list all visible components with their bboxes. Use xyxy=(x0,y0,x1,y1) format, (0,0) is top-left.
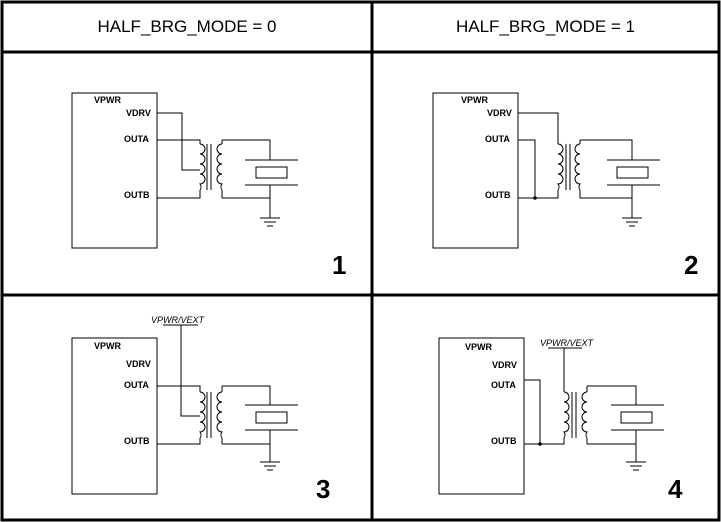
wiring xyxy=(518,112,660,218)
wiring xyxy=(524,347,664,462)
pin-label-vdrv: VDRV xyxy=(126,359,151,369)
pin-label-outa: OUTA xyxy=(485,134,510,144)
chip-block xyxy=(71,92,158,249)
chip-block xyxy=(438,337,525,495)
panel-number: 1 xyxy=(332,250,346,280)
panel-3: VPWR VDRV OUTA OUTB VPWR/VEXT 3 xyxy=(71,315,330,504)
chip-block xyxy=(71,337,158,495)
pin-label-outa: OUTA xyxy=(124,380,149,390)
junction-dot xyxy=(533,196,537,200)
pin-label-outa: OUTA xyxy=(124,134,149,144)
wiring xyxy=(157,324,298,462)
ground-symbol xyxy=(260,461,280,471)
pin-label-outa: OUTA xyxy=(491,380,516,390)
panel-number: 3 xyxy=(316,474,330,504)
pin-label-vpwr: VPWR xyxy=(94,341,122,351)
pin-label-vpwr: VPWR xyxy=(94,95,122,105)
panel-4: VPWR VDRV OUTA OUTB VPWR/VEXT xyxy=(438,337,683,504)
pin-label-outb: OUTB xyxy=(485,190,511,200)
pin-label-vdrv: VDRV xyxy=(487,108,512,118)
ground-symbol xyxy=(622,217,642,227)
ground-symbol xyxy=(260,217,280,227)
panel-number: 4 xyxy=(668,474,683,504)
pin-label-outb: OUTB xyxy=(124,436,150,446)
supply-label: VPWR/VEXT xyxy=(540,338,595,348)
pin-label-outb: OUTB xyxy=(491,436,517,446)
wiring xyxy=(157,112,298,218)
chip-block xyxy=(432,92,519,249)
supply-label: VPWR/VEXT xyxy=(151,315,206,325)
header-half-brg-mode-1: HALF_BRG_MODE = 1 xyxy=(455,17,636,36)
pin-label-vpwr: VPWR xyxy=(461,95,489,105)
ground-symbol xyxy=(626,461,646,471)
panel-1: VPWR VDRV OUTA OUTB 1 xyxy=(71,92,346,280)
pin-label-vdrv: VDRV xyxy=(126,108,151,118)
panel-number: 2 xyxy=(684,250,698,280)
header-half-brg-mode-0: HALF_BRG_MODE = 0 xyxy=(97,17,277,36)
pin-label-vpwr: VPWR xyxy=(465,342,493,352)
pin-label-vdrv: VDRV xyxy=(492,360,517,370)
junction-dot xyxy=(538,442,542,446)
pin-label-outb: OUTB xyxy=(124,190,150,200)
panel-2: VPWR VDRV OUTA OUTB 2 xyxy=(432,92,698,280)
